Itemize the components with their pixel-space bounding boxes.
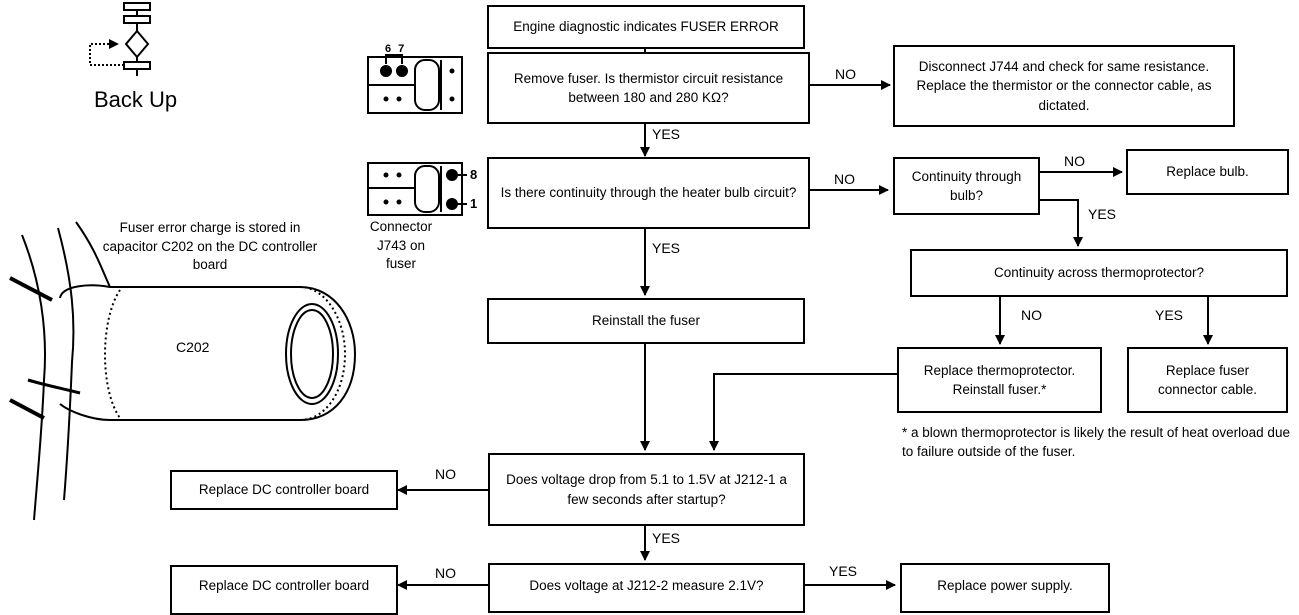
no-label: NO <box>435 466 456 482</box>
capacitor-c202-image <box>9 221 357 521</box>
back-up-icon <box>89 2 151 76</box>
diagram-artwork <box>9 2 1213 590</box>
no-label: NO <box>1064 153 1085 169</box>
replace-thermoprotector-box: Replace thermoprotector. Reinstall fuser… <box>897 347 1102 413</box>
no-label: NO <box>835 66 856 82</box>
replace-power-supply-box: Replace power supply. <box>900 563 1110 613</box>
capacitor-caption: Fuser error charge is stored in capacito… <box>102 220 318 273</box>
replace-dc-controller-box-2: Replace DC controller board <box>170 565 398 615</box>
bulb-continuity-box: Continuity through bulb? <box>893 157 1040 215</box>
replace-bulb-box: Replace bulb. <box>1126 149 1289 195</box>
connector-67-icon <box>367 54 463 114</box>
capacitor-label: C202 <box>176 339 210 355</box>
back-up-label[interactable]: Back Up <box>94 87 178 112</box>
no-label: NO <box>1021 307 1042 323</box>
voltage-drop-box: Does voltage drop from 5.1 to 1.5V at J2… <box>488 453 805 526</box>
yes-label: YES <box>1155 307 1184 323</box>
connector-caption: Connector J743 on fuser <box>369 219 433 272</box>
thermistor-check-box: Remove fuser. Is thermistor circuit resi… <box>487 52 810 124</box>
footnote: * a blown thermoprotector is likely the … <box>902 425 1290 459</box>
yes-label: YES <box>652 126 681 142</box>
yes-label: YES <box>1088 206 1117 222</box>
connector-pin-1: 1 <box>470 196 478 211</box>
yes-label: YES <box>652 530 681 546</box>
heater-continuity-box: Is there continuity through the heater b… <box>487 157 810 229</box>
yes-label: YES <box>829 563 858 579</box>
disconnect-j744-box: Disconnect J744 and check for same resis… <box>893 45 1235 127</box>
voltage-j212-2-box: Does voltage at J212-2 measure 2.1V? <box>488 563 805 613</box>
connector-pins-67: 6 7 <box>385 43 407 55</box>
connector-pin-8: 8 <box>470 167 478 182</box>
no-label: NO <box>435 565 456 581</box>
connector-81-icon <box>367 162 467 216</box>
reinstall-fuser-box: Reinstall the fuser <box>487 298 805 344</box>
thermoprotector-continuity-box: Continuity across thermoprotector? <box>910 249 1288 297</box>
engine-diagnostic-box: Engine diagnostic indicates FUSER ERROR <box>487 5 805 49</box>
no-label: NO <box>834 171 855 187</box>
replace-cable-box: Replace fuser connector cable. <box>1127 347 1288 413</box>
yes-label: YES <box>652 240 681 256</box>
replace-dc-controller-box-1: Replace DC controller board <box>170 470 398 510</box>
